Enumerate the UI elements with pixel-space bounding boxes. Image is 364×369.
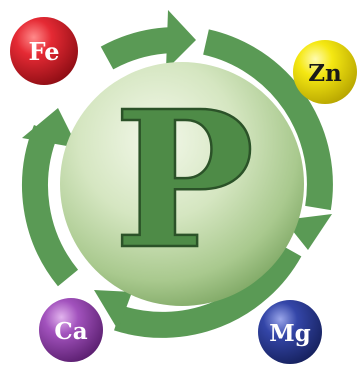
cycle-arrows <box>22 10 333 338</box>
center-sphere <box>60 62 304 306</box>
arrow-arc-right <box>202 29 333 211</box>
element-mg: Mg <box>258 300 322 364</box>
arrow-arc-bottom <box>114 243 302 338</box>
mg-ball <box>258 300 322 364</box>
arrow-head-left <box>22 108 78 148</box>
arrow-head-top <box>166 10 196 70</box>
element-ca: Ca <box>39 298 103 362</box>
arrow-arc-left <box>22 125 79 287</box>
zn-ball <box>293 40 357 104</box>
center-letter: P <box>113 70 254 291</box>
ca-ball <box>39 298 103 362</box>
fe-ball <box>10 17 78 85</box>
element-zn: Zn <box>293 40 357 104</box>
fe-label: Fe <box>29 37 60 66</box>
arrow-head-bottom <box>94 290 132 330</box>
mg-label: Mg <box>269 320 311 347</box>
zn-label: Zn <box>308 60 342 87</box>
element-fe: Fe <box>10 17 78 85</box>
ca-label: Ca <box>54 318 87 345</box>
